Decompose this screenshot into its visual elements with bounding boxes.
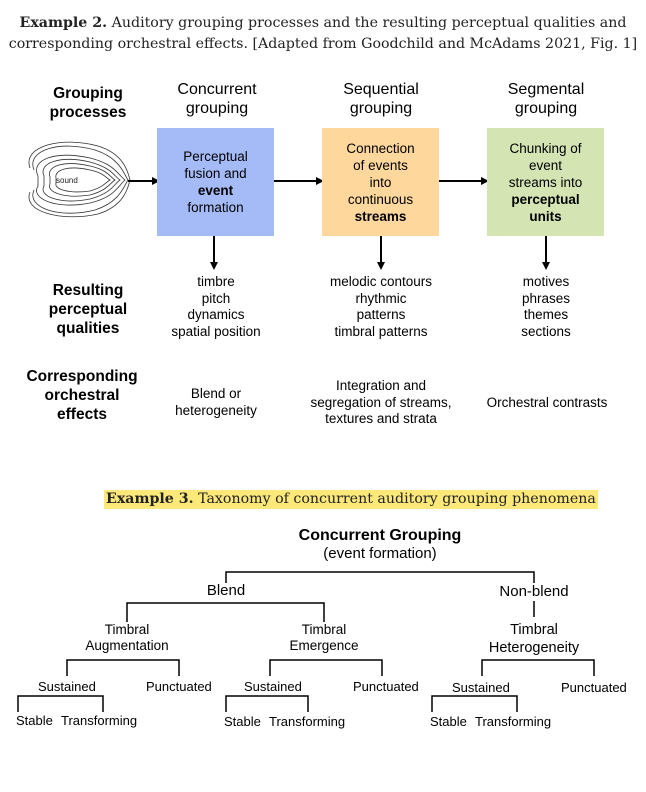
quality-item: motives	[522, 274, 570, 289]
heading-line: grouping	[185, 100, 249, 117]
box-line: into	[369, 174, 392, 190]
effects-segmental: Orchestral contrasts	[474, 395, 620, 412]
effect-line: Orchestral contrasts	[486, 395, 608, 410]
heading-line: Segmental	[507, 81, 585, 98]
quality-item: patterns	[356, 307, 406, 322]
row-label-line: Grouping	[53, 85, 123, 102]
heading-concurrent-grouping: Concurrent grouping	[160, 80, 274, 118]
qualities-concurrent: timbre pitch dynamics spatial position	[154, 274, 278, 340]
row-label-line: processes	[49, 104, 127, 121]
taxonomy-timbral-emergence: Timbral Emergence	[274, 622, 374, 654]
row-label-line: effects	[57, 406, 107, 423]
example-3-label: Example 3.	[106, 491, 194, 507]
sound-label: sound	[56, 176, 78, 185]
node-line: Augmentation	[85, 638, 169, 653]
example-2-label: Example 2.	[19, 15, 108, 31]
box-line: Chunking of	[509, 140, 582, 156]
effects-sequential: Integration and segregation of streams, …	[298, 378, 464, 428]
effect-line: heterogeneity	[175, 402, 257, 418]
effect-line: textures and strata	[325, 411, 437, 426]
row-label-line: orchestral	[44, 387, 120, 404]
taxonomy-sustained-emergence: Sustained	[244, 679, 302, 694]
taxonomy-root-title: Concurrent Grouping	[298, 527, 462, 544]
taxonomy-stable-heterogeneity: Stable	[430, 714, 467, 729]
box-bold-term: units	[529, 208, 562, 224]
quality-item: timbre	[197, 274, 235, 289]
quality-item: spatial position	[171, 323, 261, 339]
qualities-sequential: melodic contours rhythmic patterns timbr…	[316, 274, 446, 340]
node-line: Timbral	[510, 622, 558, 638]
quality-item: phrases	[521, 290, 571, 306]
heading-segmental-grouping: Segmental grouping	[489, 80, 603, 118]
effects-concurrent: Blend or heterogeneity	[154, 386, 278, 419]
box-bold-term: event	[197, 183, 234, 198]
taxonomy-punctuated-augmentation: Punctuated	[146, 679, 212, 694]
effect-line: Integration and	[335, 378, 427, 393]
example-2-caption-line1: Auditory grouping processes and the resu…	[107, 15, 627, 31]
effect-line: Blend or	[190, 386, 242, 401]
taxonomy-stable-emergence: Stable	[224, 714, 261, 729]
taxonomy-sustained-augmentation: Sustained	[38, 679, 96, 694]
box-line: of events	[353, 157, 408, 173]
qualities-segmental: motives phrases themes sections	[486, 274, 606, 340]
taxonomy-stable-augmentation: Stable	[16, 713, 53, 728]
effect-line: segregation of streams,	[310, 394, 452, 410]
heading-line: Sequential	[343, 81, 419, 98]
box-line: continuous	[347, 191, 414, 207]
sequential-grouping-box: Connection of events into continuous str…	[322, 128, 439, 236]
node-line: Timbral	[104, 622, 150, 637]
taxonomy-transforming-emergence: Transforming	[269, 714, 346, 729]
heading-line: Concurrent	[177, 81, 257, 98]
taxonomy-punctuated-emergence: Punctuated	[353, 679, 419, 694]
heading-sequential-grouping: Sequential grouping	[324, 80, 438, 118]
row-label-grouping-processes: Grouping processes	[32, 84, 144, 122]
box-line: fusion and	[184, 166, 247, 181]
box-line: event	[528, 157, 563, 173]
quality-item: melodic contours	[329, 274, 433, 289]
taxonomy-punctuated-heterogeneity: Punctuated	[561, 680, 627, 695]
taxonomy-transforming-heterogeneity: Transforming	[475, 714, 552, 729]
taxonomy-tree-lines	[17, 571, 595, 712]
row-label-orchestral-effects: Corresponding orchestral effects	[16, 367, 148, 424]
segmental-grouping-box: Chunking of event streams into perceptua…	[487, 128, 604, 236]
example-3-caption: Example 3. Taxonomy of concurrent audito…	[104, 490, 598, 509]
box-line: Connection	[346, 140, 415, 156]
heading-line: grouping	[514, 100, 578, 117]
taxonomy-sustained-heterogeneity: Sustained	[452, 680, 510, 695]
box-bold-term: streams	[354, 208, 407, 224]
heading-line: grouping	[349, 100, 413, 117]
quality-item: themes	[523, 307, 569, 322]
taxonomy-timbral-augmentation: Timbral Augmentation	[72, 622, 182, 654]
node-line: Timbral	[301, 622, 347, 637]
quality-item: pitch	[201, 290, 231, 306]
concurrent-grouping-box: Perceptual fusion and event formation	[157, 128, 274, 236]
node-line: Emergence	[289, 638, 359, 653]
row-label-line: Corresponding	[26, 368, 138, 385]
quality-item: rhythmic	[355, 290, 407, 306]
row-label-resulting-qualities: Resulting perceptual qualities	[24, 281, 152, 338]
box-bold-term: perceptual	[511, 191, 580, 207]
taxonomy-blend: Blend	[206, 582, 246, 599]
example-3-caption-text: Taxonomy of concurrent auditory grouping…	[193, 491, 596, 507]
quality-item: sections	[521, 323, 571, 339]
taxonomy-non-blend: Non-blend	[499, 583, 569, 600]
box-line: formation	[187, 200, 244, 215]
row-label-line: Resulting	[52, 282, 124, 299]
row-label-line: qualities	[56, 320, 120, 337]
taxonomy-transforming-augmentation: Transforming	[61, 713, 138, 728]
box-line: Perceptual	[183, 149, 248, 164]
quality-item: dynamics	[187, 307, 245, 322]
taxonomy-timbral-heterogeneity: Timbral Heterogeneity	[478, 621, 590, 657]
sound-waveform-icon	[28, 141, 131, 218]
row-label-line: perceptual	[48, 301, 128, 318]
taxonomy-root-subtitle: (event formation)	[323, 545, 437, 562]
example-2-caption: Example 2. Auditory grouping processes a…	[0, 13, 646, 55]
node-line: Heterogeneity	[488, 640, 580, 656]
quality-item: timbral patterns	[334, 323, 428, 339]
example-2-caption-line2: corresponding orchestral effects. [Adapt…	[8, 36, 638, 52]
box-line: streams into	[508, 174, 583, 190]
